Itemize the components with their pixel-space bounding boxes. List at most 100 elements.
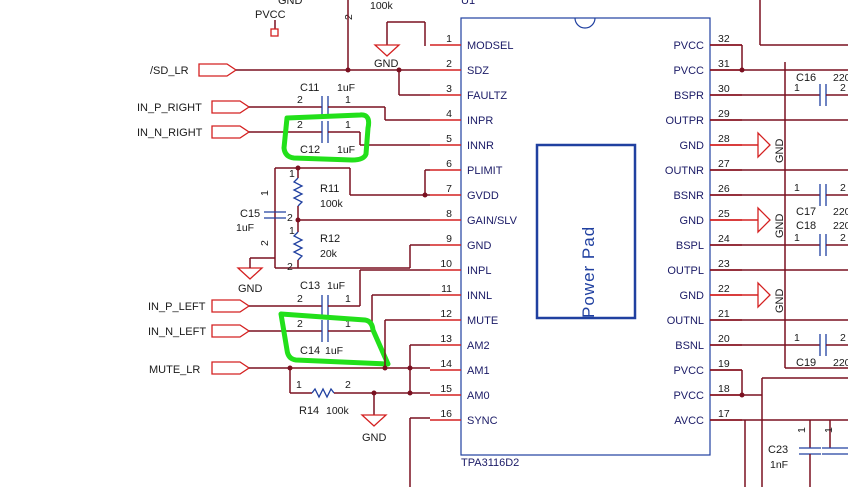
c14-ref: C14 <box>300 345 320 357</box>
pin-name: GVDD <box>467 190 499 202</box>
c17-pin2: 2 <box>840 182 846 194</box>
net-in-p-left-flag <box>211 299 251 313</box>
net-mute-lr: MUTE_LR <box>149 364 200 376</box>
pin-name: SYNC <box>467 415 498 427</box>
pin-name: GND <box>467 240 492 252</box>
am0-gnd-label: GND <box>362 432 387 444</box>
c23-ref: C23 <box>768 444 788 456</box>
pin-number: 2 <box>446 58 452 70</box>
pin-name: OUTPL <box>667 265 704 277</box>
c18-value: 220 <box>833 220 848 232</box>
pin-number: 9 <box>446 233 452 245</box>
pin-name: OUTNR <box>665 165 704 177</box>
am0-gnd-icon <box>360 414 388 427</box>
c15-gnd-icon <box>236 267 264 280</box>
pin-name: INNL <box>467 290 492 302</box>
c13-value: 1uF <box>327 280 345 292</box>
c11-ref: C11 <box>300 82 319 94</box>
modsel-gnd-icon <box>373 44 401 57</box>
c13-pin1: 1 <box>345 293 351 305</box>
c12-ref: C12 <box>300 144 320 156</box>
junction <box>422 192 428 198</box>
pin-name: BSNL <box>675 340 704 352</box>
pin-name: PVCC <box>673 40 704 52</box>
c23-value: 1nF <box>770 459 788 471</box>
pin-number: 29 <box>718 108 730 120</box>
pin-name: BSPR <box>674 90 704 102</box>
junction <box>407 390 413 396</box>
c11-pin1: 1 <box>345 94 351 106</box>
c17-value: 220 <box>833 206 848 218</box>
c23-pin1: 1 <box>796 427 808 433</box>
pin-name: INPL <box>467 265 491 277</box>
r14-value: 100k <box>326 405 350 417</box>
pin-number: 23 <box>718 258 730 270</box>
net-sd-lr-flag <box>198 63 238 77</box>
pin-name: AM2 <box>467 340 490 352</box>
pin-number: 18 <box>718 383 730 395</box>
pin-number: 16 <box>440 408 452 420</box>
c15-gnd-label: GND <box>238 283 263 295</box>
pin-name: MODSEL <box>467 40 513 52</box>
pin-name: AM0 <box>467 390 490 402</box>
pin-name: AM1 <box>467 365 490 377</box>
c14-pin2: 2 <box>297 318 303 330</box>
pin-number: 14 <box>440 358 452 370</box>
c12-pin2: 2 <box>297 119 303 131</box>
pvcc-pad <box>270 28 279 37</box>
junction <box>295 165 301 171</box>
pin-name: INPR <box>467 115 493 127</box>
c12-value: 1uF <box>337 144 355 156</box>
pin-name: GAIN/SLV <box>467 215 518 227</box>
chip-notch <box>574 17 596 29</box>
c18-ref: C18 <box>796 220 816 232</box>
pin-name: BSNR <box>673 190 704 202</box>
net-sd-lr: /SD_LR <box>150 65 189 77</box>
c11-pin2: 2 <box>297 94 303 106</box>
pin-number: 11 <box>441 283 452 295</box>
c17-ref: C17 <box>796 206 816 218</box>
pin-number: 26 <box>718 183 730 195</box>
chip-part-label: TPA3116D2 <box>461 457 519 469</box>
pin-number: 13 <box>440 333 452 345</box>
chip-body <box>460 17 711 456</box>
pin-name: INNR <box>467 140 494 152</box>
c15-pin1: 1 <box>259 190 271 196</box>
pin-number: 32 <box>718 33 730 45</box>
junction <box>382 365 388 371</box>
c16-pin2: 2 <box>840 82 846 94</box>
pin-number: 8 <box>446 208 452 220</box>
pin-number: 10 <box>440 258 452 270</box>
c24-pin1: 1 <box>823 427 835 433</box>
pin-name: OUTNL <box>667 315 704 327</box>
pin-number: 19 <box>718 358 730 370</box>
pin-number: 25 <box>718 208 730 220</box>
r14-pin2: 2 <box>345 379 351 391</box>
c11-value: 1uF <box>337 82 355 94</box>
pin-name: OUTPR <box>666 115 705 127</box>
highlight-c14 <box>278 311 391 367</box>
top-gnd-label: GND <box>278 0 303 7</box>
pin-number: 4 <box>446 108 452 120</box>
junction <box>295 217 301 223</box>
c19-pin2: 2 <box>840 332 846 344</box>
junction <box>396 67 402 73</box>
c19-value: 220 <box>833 357 848 369</box>
r12-pin2: 2 <box>287 261 293 273</box>
pin-number: 17 <box>718 408 730 420</box>
pin-name: PVCC <box>673 365 704 377</box>
gnd25-icon <box>757 206 771 234</box>
c14-pin1: 1 <box>345 318 351 330</box>
c16-value: 220 <box>833 72 848 84</box>
c16-pin1: 1 <box>794 82 800 94</box>
junction <box>287 365 293 371</box>
junction <box>345 67 351 73</box>
highlight-c12 <box>281 112 372 163</box>
net-in-n-left: IN_N_LEFT <box>148 326 206 338</box>
pin-name: AVCC <box>674 415 704 427</box>
net-in-n-right-flag <box>211 125 251 139</box>
pin-name: PVCC <box>673 65 704 77</box>
modsel-gnd-label: GND <box>374 58 399 70</box>
pin-name: PVCC <box>673 390 704 402</box>
r11-pin1: 1 <box>289 168 295 180</box>
